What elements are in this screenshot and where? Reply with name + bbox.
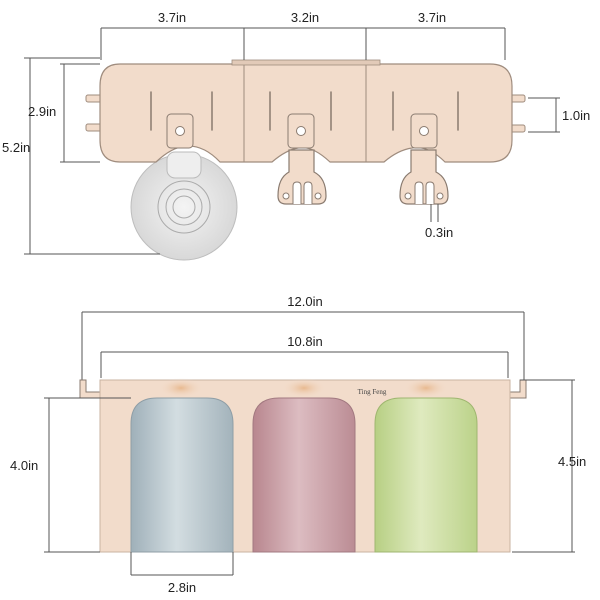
wall-hook-left (85, 94, 103, 132)
dim-fork-gap (430, 204, 439, 222)
dim-total-width (81, 311, 525, 384)
dim-height-right: 4.5in (558, 454, 586, 469)
dim-front-height-right (512, 379, 575, 553)
canister-pink (252, 397, 356, 553)
dim-width-left: 3.7in (158, 10, 186, 25)
panel-shade-1 (159, 378, 203, 398)
panel-shade-2 (282, 378, 326, 398)
canister-green (374, 397, 478, 553)
fork-hook-middle (277, 149, 327, 205)
fork-hook-right (399, 149, 449, 205)
dim-width-right: 3.7in (418, 10, 446, 25)
brand-label: Ting Feng (358, 388, 387, 396)
dim-height-body: 2.9in (28, 104, 56, 119)
dim-hook-spacing (528, 97, 560, 133)
panel-shade-3 (404, 378, 448, 398)
dim-total-height (24, 57, 160, 255)
tray-top-rail (231, 59, 381, 66)
suction-cup (130, 151, 238, 261)
dim-width-total: 12.0in (287, 294, 322, 309)
dim-body-height (60, 63, 100, 163)
mount-tab-left (166, 113, 194, 149)
dim-width-middle: 3.2in (291, 10, 319, 25)
dim-width-inner: 10.8in (287, 334, 322, 349)
dim-canister-width (130, 552, 234, 576)
canister-grey (130, 397, 234, 553)
wall-hook-right (508, 94, 526, 133)
front-view: 12.0in 10.8in Ting Feng 4.0in (10, 294, 586, 595)
mount-tab-right (410, 113, 438, 149)
dim-inner-width (100, 351, 509, 378)
dim-front-height-left (44, 397, 131, 553)
dim-fork-gap-label: 0.3in (425, 225, 453, 240)
dim-height-left: 4.0in (10, 458, 38, 473)
dim-top-widths (100, 27, 506, 60)
top-view: 3.7in 3.2in 3.7in 5.2in 2.9in 1.0in (2, 10, 590, 261)
tray-slots (150, 91, 459, 131)
dim-height-total: 5.2in (2, 140, 30, 155)
dim-canister-width-label: 2.8in (168, 580, 196, 595)
dim-hook-spacing-label: 1.0in (562, 108, 590, 123)
mount-tab-middle (287, 113, 315, 149)
